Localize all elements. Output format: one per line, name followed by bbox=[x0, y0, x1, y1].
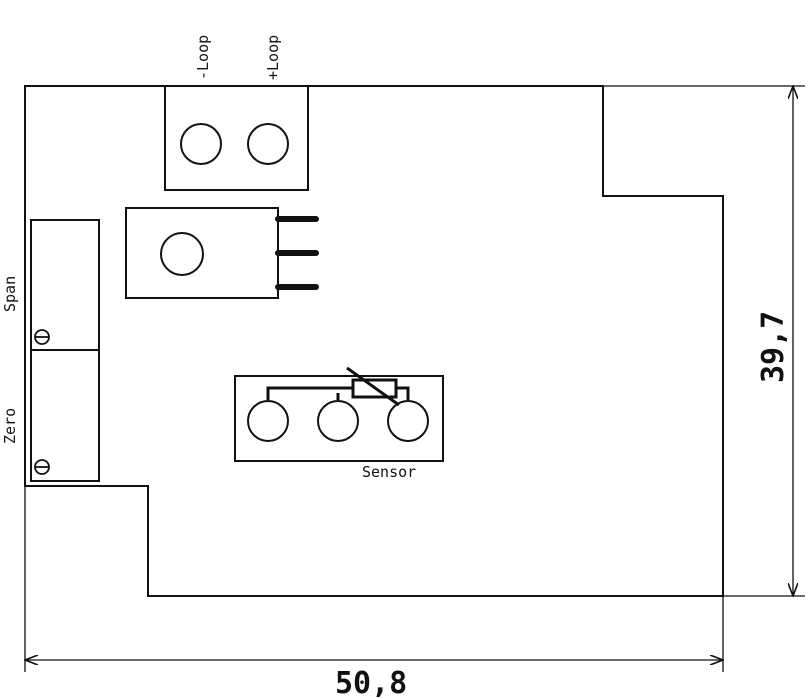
loop-terminal-block bbox=[164, 85, 309, 191]
board-outline bbox=[24, 85, 724, 597]
regulator-mounting-hole bbox=[160, 232, 204, 276]
sensor-connector bbox=[234, 375, 444, 462]
plus-loop-terminal bbox=[247, 123, 289, 165]
sensor-label: Sensor bbox=[362, 463, 416, 481]
plus-loop-label: +Loop bbox=[264, 35, 282, 80]
minus-loop-label: -Loop bbox=[194, 35, 212, 80]
zero-label: Zero bbox=[1, 408, 19, 444]
span-trimmer-screw-icon bbox=[34, 329, 50, 345]
minus-loop-terminal bbox=[180, 123, 222, 165]
zero-trimmer-screw-icon bbox=[34, 459, 50, 475]
thermistor-symbol-icon bbox=[266, 366, 410, 407]
sensor-terminal-1 bbox=[247, 400, 289, 442]
span-label: Span bbox=[1, 276, 19, 312]
height-dimension-label: 39,7 bbox=[756, 311, 791, 383]
width-dimension-label: 50,8 bbox=[335, 666, 407, 699]
sensor-terminal-3 bbox=[387, 400, 429, 442]
sensor-terminal-2 bbox=[317, 400, 359, 442]
